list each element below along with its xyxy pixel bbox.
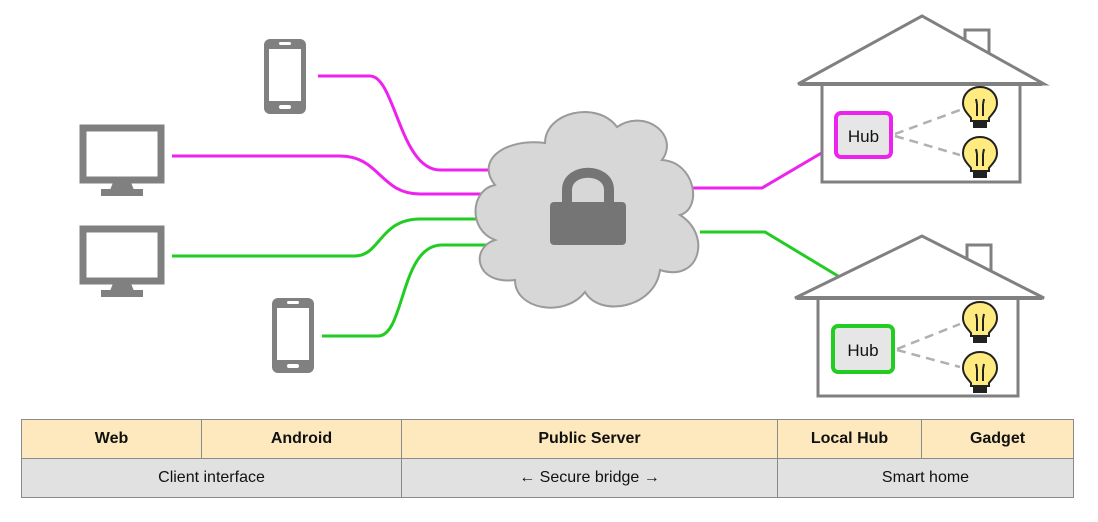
hub-box: Hub: [831, 324, 895, 374]
network-diagram: Hub Hub: [0, 14, 1050, 398]
wireless-links: [894, 108, 961, 157]
wireless-links: [896, 322, 961, 369]
phone-icon: [264, 39, 306, 114]
house-icon: [794, 234, 1045, 398]
magenta-link-phone-top: [318, 74, 490, 172]
legend-group-smart-home: Smart home: [777, 458, 1074, 498]
legend-header-public-server: Public Server: [401, 419, 778, 459]
hub-box: Hub: [834, 111, 893, 159]
magenta-link-hub-top: [688, 146, 831, 190]
hub-label: Hub: [848, 127, 879, 146]
hub-label: Hub: [847, 341, 878, 360]
green-link-hub-bottom: [700, 230, 839, 278]
legend-header-web: Web: [21, 419, 202, 459]
legend-header-gadget: Gadget: [921, 419, 1074, 459]
monitor-icon: [83, 128, 161, 196]
legend-header-android: Android: [201, 419, 402, 459]
connections: [172, 74, 839, 338]
legend-group-secure-bridge: ← Secure bridge →: [401, 458, 778, 498]
phone-icon: [272, 298, 314, 373]
green-link-monitor-bottom: [172, 217, 490, 258]
legend-group-client-interface: Client interface: [21, 458, 402, 498]
monitor-icon: [83, 229, 161, 297]
legend-table: Web Android Public Server Local Hub Gadg…: [21, 419, 1074, 498]
green-link-phone-bottom: [322, 243, 492, 338]
house-icon: [797, 14, 1050, 184]
lock-icon: [550, 167, 626, 245]
legend-header-local-hub: Local Hub: [777, 419, 922, 459]
magenta-link-monitor-top: [172, 154, 484, 196]
